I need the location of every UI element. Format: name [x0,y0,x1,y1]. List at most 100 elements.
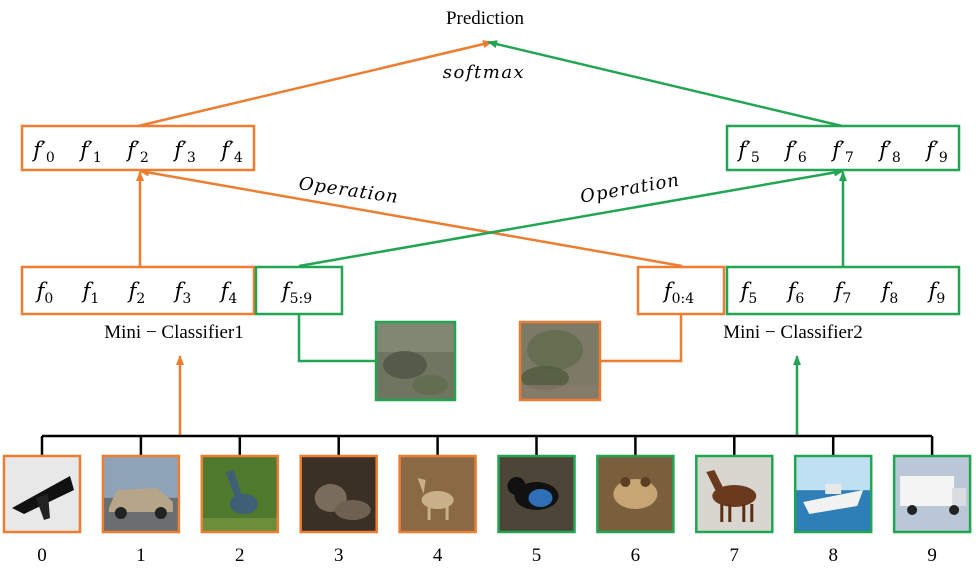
output-left-term: f′0 [31,138,54,166]
output-right-term-subscript: 7 [845,150,854,166]
class-label: 0 [37,545,47,566]
feature-left-extra-term: f5:9 [280,279,312,307]
feature-left-term: f1 [81,279,100,307]
feature-left-extra-base: f [280,279,293,303]
class-image-frame [793,454,873,534]
feature-right-term: f6 [786,279,805,307]
output-left-term: f′3 [172,138,195,166]
output-right-term-base: f′ [924,138,939,162]
output-left-term-subscript: 2 [140,150,149,166]
output-right-term: f′6 [783,138,807,166]
feature-right-term-subscript: 9 [936,291,945,307]
feature-right-term: f9 [927,279,946,307]
class-label: 1 [136,545,146,566]
feature-right-extra-subscript: 0:4 [672,291,695,307]
class-image-frame [892,454,972,534]
generated-image-orange [518,320,602,402]
output-left-term-subscript: 4 [234,150,243,166]
feature-right-term-subscript: 6 [795,291,804,307]
output-right-term-subscript: 6 [798,150,807,166]
truck-image [892,454,972,534]
feature-left-term-subscript: 4 [228,291,237,307]
class-label: 2 [235,545,245,566]
class-image-frame [299,454,378,534]
class-label: 9 [927,545,937,566]
feature-left-term: f3 [173,279,192,307]
class-image-frame [200,454,280,534]
feature-left-term-subscript: 0 [44,291,53,307]
operation-arrow-left [139,168,683,268]
feature-left-extra-subscript: 5:9 [290,291,313,307]
feature-right-term-base: f [739,279,752,303]
output-box-left [20,124,256,172]
class-image-frame [398,454,477,534]
feature-right-extra-base: f [662,279,675,303]
feature-left-term-base: f [35,279,48,303]
output-right-term-subscript: 5 [751,150,760,166]
feature-right-term-base: f [833,279,846,303]
output-left-term: f′2 [125,138,148,166]
output-left-term: f′1 [78,138,101,166]
connector-right-extra-to-image [600,314,683,363]
output-left-term-subscript: 1 [93,150,102,166]
output-left-term-subscript: 3 [187,150,196,166]
deer-image [398,454,477,534]
car-image [101,454,181,534]
airplane-image [2,454,82,534]
dog-image [497,454,576,534]
output-right-term-subscript: 8 [892,150,901,166]
feature-right-term: f8 [880,279,899,307]
feature-left-extra: f5:9 [280,279,312,307]
generated-image-green [374,320,457,402]
arrow-left-to-prediction [137,40,493,128]
feature-right-term-subscript: 5 [748,291,757,307]
output-right-term-base: f′ [830,138,845,162]
feature-left-term-subscript: 3 [182,291,191,307]
output-left-term-base: f′ [31,138,46,162]
feature-left-term-subscript: 1 [90,291,99,307]
feature-right-term-base: f [880,279,893,303]
feature-left-term: f4 [219,279,238,307]
class-image-frame [101,454,181,534]
output-left-term-base: f′ [219,138,234,162]
horse-image [695,454,774,534]
output-right-term: f′5 [736,138,759,166]
bird-image [200,454,280,534]
feature-right-term-base: f [786,279,799,303]
class-label: 8 [828,545,838,566]
class-label: 6 [631,545,641,566]
cat-image [299,454,378,534]
output-left-term: f′4 [219,138,243,166]
output-right-term-base: f′ [783,138,798,162]
feature-right-extra-term: f0:4 [662,279,694,307]
operation-arrow-right [298,168,844,268]
feature-left-term-subscript: 2 [136,291,145,307]
arrow-right-to-prediction [487,40,843,128]
output-right-term-subscript: 9 [939,150,948,166]
feature-right-extra: f0:4 [662,279,694,307]
frog-image [596,454,675,534]
feature-left-term-base: f [219,279,232,303]
class-image-frame [497,454,576,534]
class-image-frame [2,454,82,534]
output-left-term-base: f′ [125,138,140,162]
class-label: 5 [532,545,542,566]
feature-left-term-base: f [173,279,186,303]
feature-left-term: f2 [127,279,146,307]
class-image-frame [695,454,774,534]
feature-left-term-base: f [81,279,94,303]
classifier1-label: Mini − Classifier1 [104,322,244,343]
feature-left-term-base: f [127,279,140,303]
class-label: 7 [730,545,740,566]
connector-left-extra-to-image [297,314,375,363]
feature-right-term-subscript: 7 [842,291,851,307]
output-left-term-subscript: 0 [46,150,55,166]
ship-image [793,454,873,534]
feature-right-term: f5 [739,279,758,307]
